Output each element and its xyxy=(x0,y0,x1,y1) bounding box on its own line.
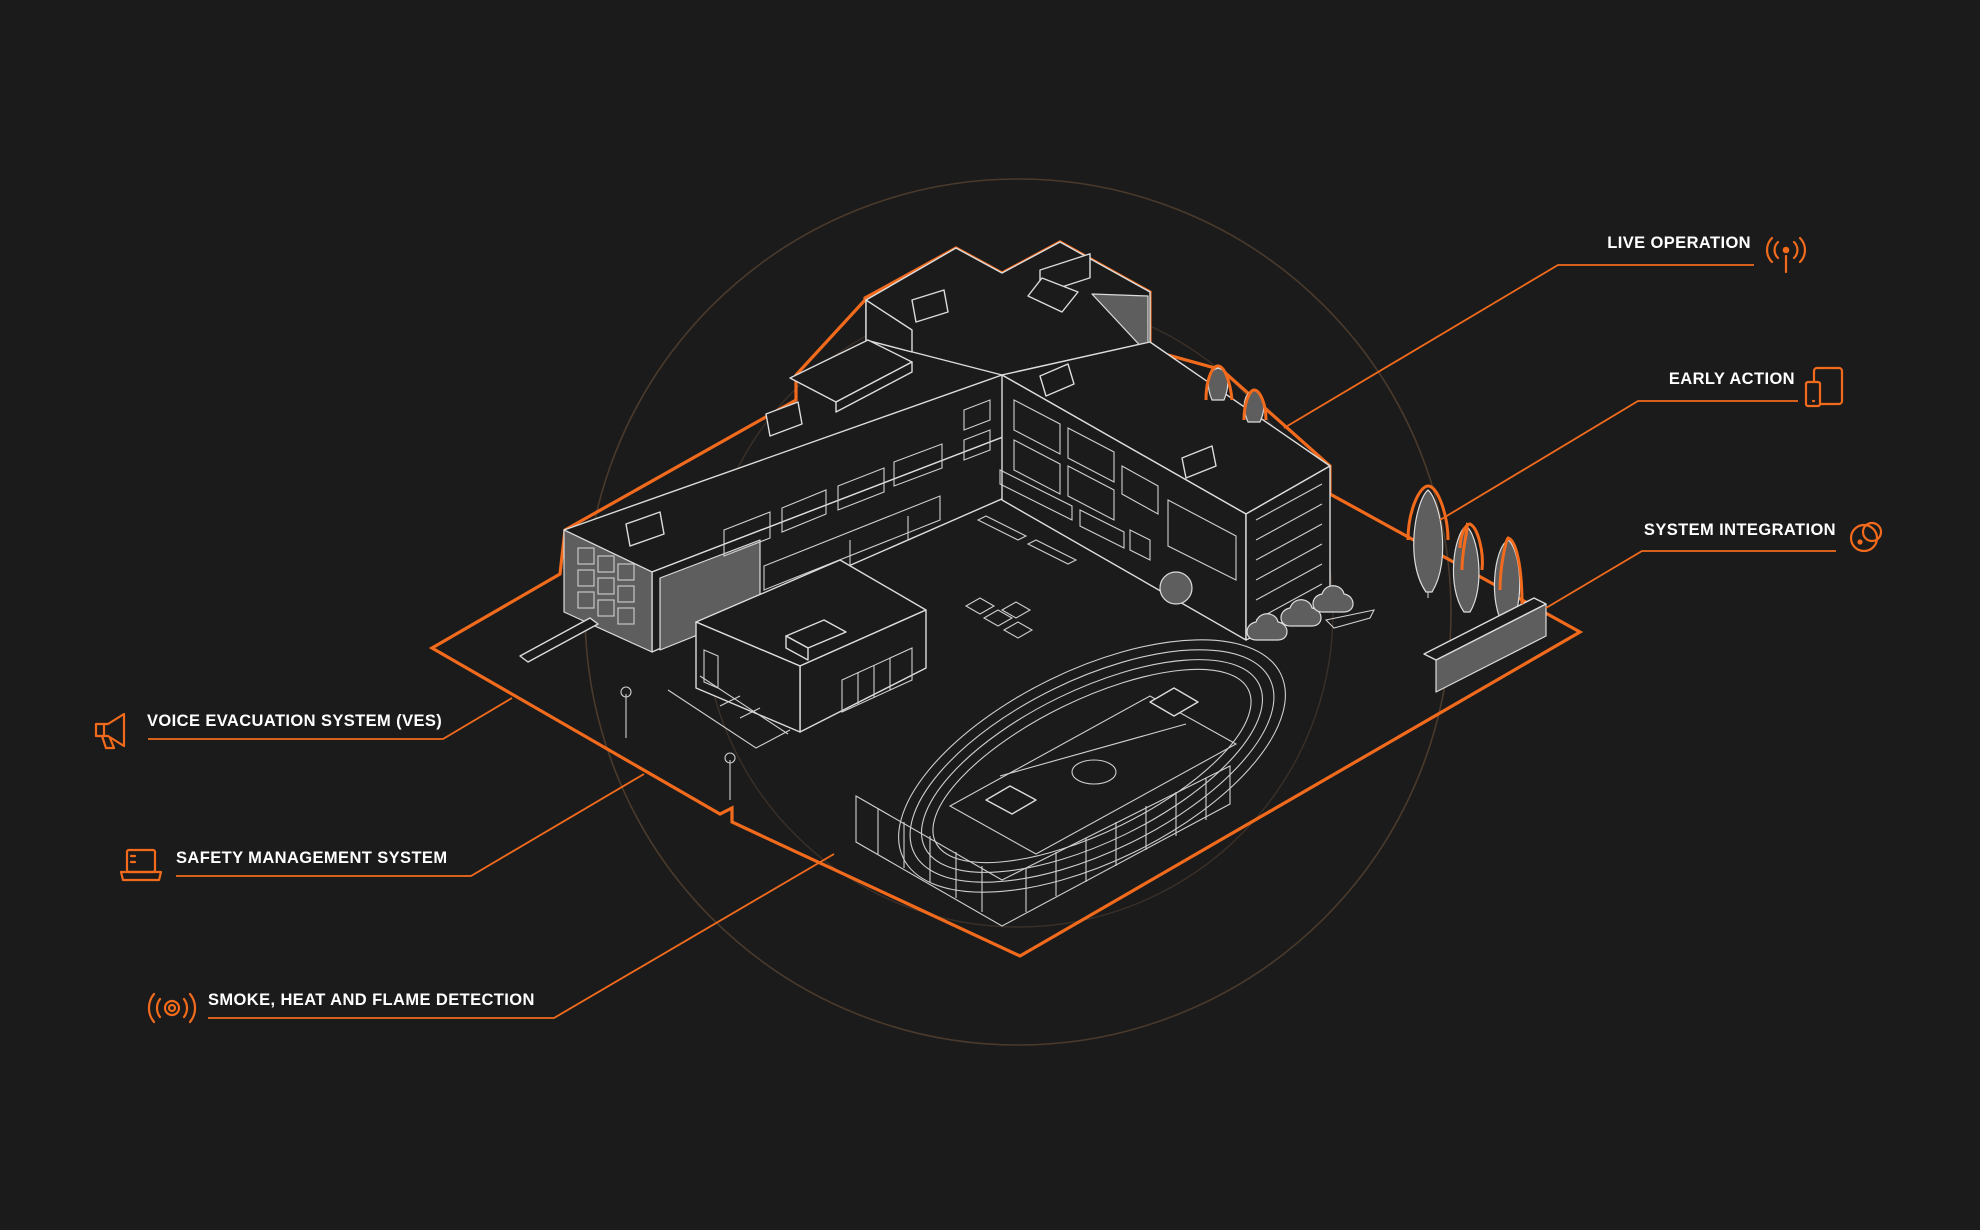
label-early-action: EARLY ACTION xyxy=(1669,370,1795,388)
integration-circles-icon xyxy=(1849,521,1883,553)
signal-antenna-icon xyxy=(1765,236,1807,274)
label-system-integration: SYSTEM INTEGRATION xyxy=(1644,521,1836,539)
leader-voice-evacuation xyxy=(148,697,513,740)
label-live-operation: LIVE OPERATION xyxy=(1607,234,1751,252)
laptop-icon xyxy=(119,848,163,882)
label-voice-evacuation: VOICE EVACUATION SYSTEM (VES) xyxy=(147,712,442,730)
callout-labels: LIVE OPERATION EARLY ACTION SYSTEM INTEG… xyxy=(147,234,1836,1009)
callout-icons xyxy=(94,236,1883,1024)
megaphone-icon xyxy=(94,712,126,750)
trees xyxy=(1159,367,1547,693)
leader-live-operation xyxy=(1283,264,1754,429)
devices-icon xyxy=(1804,366,1844,408)
leader-early-action xyxy=(1439,400,1798,521)
leader-detection xyxy=(208,853,835,1019)
tree-outline-highlights xyxy=(1204,364,1524,605)
label-detection: SMOKE, HEAT AND FLAME DETECTION xyxy=(208,991,535,1009)
leader-safety-management xyxy=(176,773,645,877)
school-building xyxy=(519,241,1375,800)
label-safety-management: SAFETY MANAGEMENT SYSTEM xyxy=(176,849,447,867)
leader-lines xyxy=(148,264,1836,1019)
leader-system-integration xyxy=(1545,550,1836,609)
sports-field xyxy=(855,639,1286,927)
detector-icon xyxy=(147,992,197,1024)
